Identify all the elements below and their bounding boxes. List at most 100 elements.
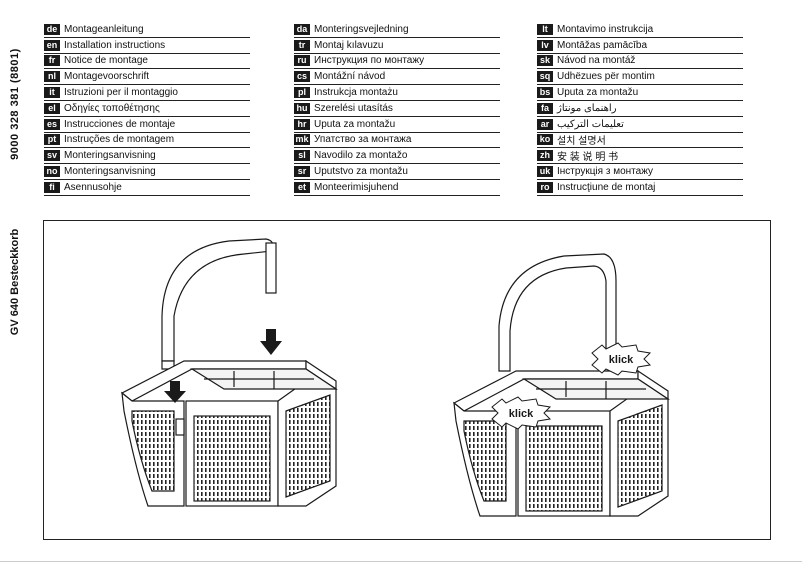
- language-label: Instrukcja montażu: [314, 87, 398, 99]
- language-row: fi Asennusohje: [44, 180, 250, 196]
- language-label: Instrucţiune de montaj: [557, 181, 656, 193]
- language-label: Installation instructions: [64, 39, 166, 51]
- language-label: Instrucciones de montaje: [64, 118, 176, 130]
- language-label: 安 装 说 明 书: [557, 152, 619, 164]
- language-code-badge: tr: [294, 39, 310, 51]
- language-label: Uputa za montažu: [557, 87, 639, 99]
- language-code-badge: et: [294, 181, 310, 193]
- language-code-badge: hr: [294, 118, 310, 130]
- language-code-badge: nl: [44, 71, 60, 83]
- language-code-badge: da: [294, 23, 310, 35]
- arrow-left: [164, 329, 282, 403]
- language-row: sv Monteringsanvisning: [44, 148, 250, 165]
- language-code-badge: ru: [294, 55, 310, 67]
- klick-burst-1: [491, 396, 552, 430]
- language-row: pl Instrukcja montażu: [294, 85, 500, 101]
- language-row: es Instrucciones de montaje: [44, 117, 250, 133]
- language-code-badge: fi: [44, 181, 60, 193]
- language-row: hr Uputa za montažu: [294, 117, 500, 133]
- language-label: Návod na montáž: [557, 55, 636, 67]
- language-code-badge: ro: [537, 181, 553, 193]
- language-code-badge: el: [44, 102, 60, 114]
- language-code-badge: sk: [537, 55, 553, 67]
- language-label: Montážní návod: [314, 71, 386, 83]
- language-row: fr Notice de montage: [44, 54, 250, 70]
- language-code-badge: zh: [537, 150, 553, 162]
- language-row: ar تعليمات التركيب: [537, 117, 743, 133]
- language-label: Monteringsvejledning: [314, 23, 409, 35]
- language-row: lv Montāžas pamācība: [537, 38, 743, 54]
- language-label: Udhëzues për montim: [557, 71, 655, 83]
- language-code-badge: sq: [537, 71, 553, 83]
- language-label: Montāžas pamācība: [557, 39, 648, 51]
- language-row: it Istruzioni per il montaggio: [44, 85, 250, 101]
- language-label: Uputa za montažu: [314, 118, 396, 130]
- language-label: Monteerimisjuhend: [314, 181, 399, 193]
- language-label: Istruzioni per il montaggio: [64, 87, 178, 99]
- language-row: et Monteerimisjuhend: [294, 180, 500, 196]
- language-code-badge: it: [44, 87, 60, 99]
- language-code-badge: ar: [537, 118, 553, 130]
- language-row: en Installation instructions: [44, 38, 250, 54]
- language-label: Szerelési utasítás: [314, 102, 393, 114]
- language-code-badge: fr: [44, 55, 60, 67]
- language-code-badge: pl: [294, 87, 310, 99]
- illustration-frame: klick klick: [43, 220, 771, 540]
- language-code-badge: lv: [537, 39, 553, 51]
- part-number: 9000 328 381 (8801): [9, 48, 21, 160]
- language-code-badge: pt: [44, 134, 60, 146]
- klick-label-1: klick: [509, 408, 534, 420]
- language-label: تعليمات التركيب: [557, 118, 624, 130]
- language-code-badge: hu: [294, 102, 310, 114]
- language-label: Monteringsanvisning: [64, 166, 156, 178]
- language-code-badge: fa: [537, 102, 553, 114]
- language-label: Uputstvo za montažu: [314, 166, 408, 178]
- language-label: راهنمای مونتاژ: [557, 102, 617, 114]
- language-label: Montageanleitung: [64, 23, 144, 35]
- language-code-badge: cs: [294, 71, 310, 83]
- language-label: Montaj kılavuzu: [314, 39, 384, 51]
- language-row: cs Montážní návod: [294, 69, 500, 86]
- language-row: nl Montagevoorschrift: [44, 69, 250, 86]
- language-row: sl Navodilo za montažo: [294, 148, 500, 165]
- language-code-badge: ko: [537, 134, 553, 146]
- language-label: Instruções de montagem: [64, 134, 175, 146]
- language-label: Montavimo instrukcija: [557, 23, 654, 35]
- language-code-badge: sr: [294, 166, 310, 178]
- language-code-badge: no: [44, 166, 60, 178]
- language-code-badge: sl: [294, 150, 310, 162]
- language-row: sk Návod na montáž: [537, 54, 743, 70]
- language-row: fa راهنمای مونتاژ: [537, 101, 743, 117]
- language-label: Navodilo za montažo: [314, 150, 408, 162]
- language-code-badge: sv: [44, 150, 60, 162]
- language-row: sr Uputstvo za montažu: [294, 164, 500, 180]
- language-label: Інструкція з монтажу: [557, 166, 654, 178]
- language-row: sq Udhëzues për montim: [537, 69, 743, 86]
- language-code-badge: es: [44, 118, 60, 130]
- klick-burst-2: [591, 342, 652, 376]
- language-list-col2: da Monteringsvejledning tr Montaj kılavuzu r…: [294, 22, 500, 196]
- language-label: Monteringsanvisning: [64, 150, 156, 162]
- klick-label-2: klick: [609, 354, 634, 366]
- language-row: tr Montaj kılavuzu: [294, 38, 500, 54]
- footer-rule: [0, 561, 802, 562]
- language-code-badge: mk: [294, 134, 310, 146]
- language-label: Упатство за монтажа: [314, 134, 412, 146]
- basket-right: [452, 253, 670, 517]
- language-code-badge: en: [44, 39, 60, 51]
- basket-left: [120, 238, 338, 507]
- language-row: hu Szerelési utasítás: [294, 101, 500, 117]
- product-title: GV 640 Besteckkorb: [9, 228, 21, 336]
- language-row: zh 安 装 说 明 书: [537, 148, 743, 165]
- language-label: Notice de montage: [64, 55, 148, 67]
- language-label: Asennusohje: [64, 181, 122, 193]
- language-label: Montagevoorschrift: [64, 71, 150, 83]
